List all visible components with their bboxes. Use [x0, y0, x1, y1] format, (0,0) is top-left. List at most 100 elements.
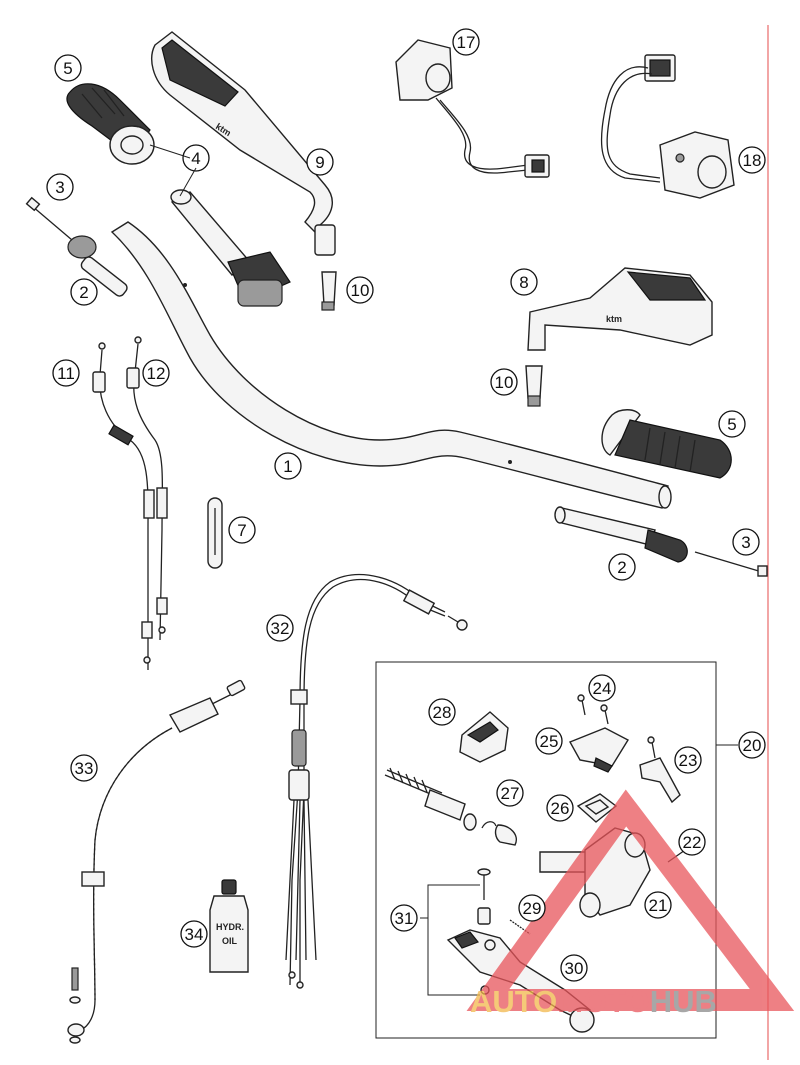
throttle-cables — [92, 336, 168, 670]
callout-number: 27 — [501, 784, 520, 803]
watermark-hub: HUB — [650, 984, 717, 1019]
callout-c3a: 3 — [46, 173, 74, 201]
callout-number: 34 — [185, 925, 204, 944]
callout-c8: 8 — [510, 268, 538, 296]
callout-c9: 9 — [306, 148, 334, 176]
callout-circle — [306, 148, 334, 176]
callout-number: 5 — [727, 415, 736, 434]
callout-circle — [678, 828, 706, 856]
callout-c18: 18 — [738, 146, 766, 174]
callout-number: 22 — [683, 833, 702, 852]
callout-number: 30 — [565, 959, 584, 978]
watermark-moto: MOTO — [557, 984, 649, 1019]
callout-number: 12 — [147, 364, 166, 383]
mirror-right: ktm — [527, 267, 713, 351]
callout-number: 7 — [237, 521, 246, 540]
callout-c22: 22 — [678, 828, 706, 856]
callout-number: 29 — [523, 899, 542, 918]
callout-c7: 7 — [228, 516, 256, 544]
callout-number: 26 — [551, 799, 570, 818]
callout-number: 24 — [593, 679, 612, 698]
callout-c24: 24 — [588, 674, 616, 702]
callout-c34: 34 — [180, 920, 208, 948]
svg-text:AUTOMOTOHUB: AUTOMOTOHUB — [470, 984, 717, 1019]
callout-circle — [738, 146, 766, 174]
callout-c17: 17 — [452, 28, 480, 56]
callout-number: 18 — [743, 151, 762, 170]
callout-number: 21 — [649, 896, 668, 915]
callout-number: 3 — [55, 178, 64, 197]
callout-number: 17 — [457, 33, 476, 52]
callout-c30: 30 — [560, 954, 588, 982]
callout-circle — [588, 674, 616, 702]
callout-circle — [54, 54, 82, 82]
throttle-tube — [170, 189, 291, 307]
callout-c10a: 10 — [346, 276, 374, 304]
callout-circle — [390, 904, 418, 932]
callout-circle — [510, 268, 538, 296]
mirror-left: ktm — [151, 31, 336, 256]
callout-circle — [70, 278, 98, 306]
callout-c2a: 2 — [70, 278, 98, 306]
callout-circle — [274, 452, 302, 480]
callout-circle — [142, 359, 170, 387]
watermark: AUTOMOTOHUB — [466, 789, 795, 1019]
mirror-logo-right: ktm — [606, 314, 622, 324]
callout-c11: 11 — [52, 359, 80, 387]
callout-circle — [518, 894, 546, 922]
callout-number: 11 — [57, 364, 75, 383]
callout-c23: 23 — [674, 746, 702, 774]
bottle-label-hydr: HYDR. — [216, 922, 244, 932]
callout-number: 10 — [495, 373, 514, 392]
bar-end-weight-right — [554, 506, 768, 577]
callout-circle — [535, 727, 563, 755]
callout-c28: 28 — [428, 698, 456, 726]
callout-c32: 32 — [266, 614, 294, 642]
callout-circle — [546, 794, 574, 822]
callout-c21: 21 — [644, 891, 672, 919]
callout-c12: 12 — [142, 359, 170, 387]
callout-circle — [560, 954, 588, 982]
callout-circle — [46, 173, 74, 201]
callout-circle — [644, 891, 672, 919]
hydraulic-line-33 — [67, 679, 246, 1044]
switch-18 — [600, 54, 735, 199]
mirror-adapter-upper — [321, 271, 337, 311]
callout-circle — [52, 359, 80, 387]
callout-circle — [490, 368, 518, 396]
callout-c10b: 10 — [490, 368, 518, 396]
clutch-cable-32 — [285, 574, 468, 989]
callout-circle — [732, 528, 760, 556]
callout-circle — [180, 920, 208, 948]
callout-number: 1 — [283, 457, 292, 476]
grip-left — [66, 83, 155, 165]
callout-c31: 31 — [390, 904, 418, 932]
hydraulic-oil-bottle: HYDR. OIL — [209, 879, 249, 973]
callout-circle — [228, 516, 256, 544]
bottle-label-oil: OIL — [222, 936, 238, 946]
callout-circle — [496, 779, 524, 807]
callout-c2b: 2 — [608, 553, 636, 581]
callout-c5a: 5 — [54, 54, 82, 82]
cable-strap-7 — [207, 497, 223, 569]
callout-circle — [718, 410, 746, 438]
switch-17 — [395, 39, 550, 178]
callout-number: 3 — [741, 533, 750, 552]
callout-number: 32 — [271, 619, 290, 638]
callout-number: 4 — [191, 149, 200, 168]
callout-number: 5 — [63, 59, 72, 78]
callout-number: 28 — [433, 703, 452, 722]
callout-circle — [70, 754, 98, 782]
handlebar-part-1 — [110, 221, 672, 509]
callout-c20: 20 — [738, 731, 766, 759]
callout-circle — [608, 553, 636, 581]
callout-c25: 25 — [535, 727, 563, 755]
watermark-auto: AUTO — [470, 984, 557, 1019]
callout-c4: 4 — [182, 144, 210, 172]
callout-number: 33 — [75, 759, 94, 778]
callout-c26: 26 — [546, 794, 574, 822]
callout-circle — [266, 614, 294, 642]
callout-c3b: 3 — [732, 528, 760, 556]
callout-number: 25 — [540, 732, 559, 751]
